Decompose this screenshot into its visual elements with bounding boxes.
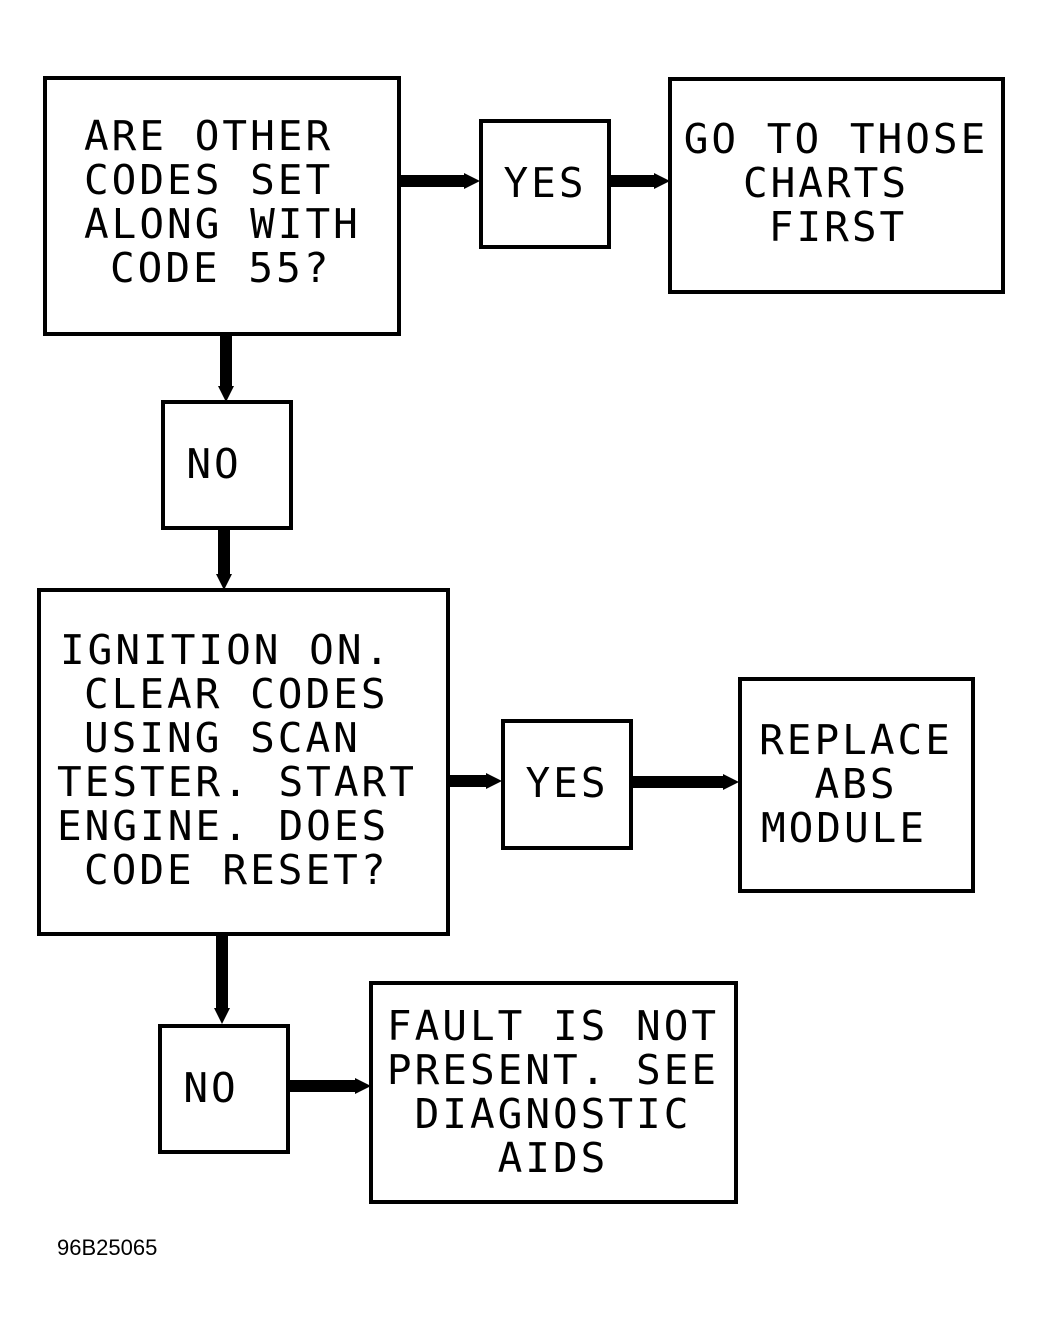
result-text-line: PRESENT. SEE xyxy=(387,1046,719,1094)
no-label: NO xyxy=(183,1064,238,1112)
arrow-yes2-to-result2 xyxy=(632,774,739,790)
decision-text-line: CODE 55? xyxy=(110,244,331,292)
decision-text-line: ALONG WITH xyxy=(84,200,361,248)
result-box-go-to-charts: GO TO THOSE CHARTS FIRST xyxy=(668,77,1005,294)
arrow-q1-to-yes1 xyxy=(399,173,480,189)
result-text-line: FAULT IS NOT xyxy=(387,1002,719,1050)
no-box-1: NO xyxy=(161,400,293,530)
decision-text-line: USING SCAN xyxy=(84,714,361,762)
decision-box-code-reset: IGNITION ON. CLEAR CODES USING SCAN TEST… xyxy=(37,588,450,936)
no-label: NO xyxy=(186,440,241,488)
result-text-line: FIRST xyxy=(769,203,907,251)
yes-box-2: YES xyxy=(501,719,633,850)
decision-box-other-codes: ARE OTHER CODES SET ALONG WITH CODE 55? xyxy=(43,76,401,336)
arrow-q1-to-no1 xyxy=(218,334,234,402)
decision-text-line: CODES SET xyxy=(84,156,333,204)
arrow-q2-to-no2 xyxy=(214,935,230,1024)
result-text-line: DIAGNOSTIC xyxy=(415,1090,692,1138)
decision-text-line: CLEAR CODES xyxy=(84,670,389,718)
yes-label: YES xyxy=(503,159,586,207)
result-box-fault-not-present: FAULT IS NOT PRESENT. SEE DIAGNOSTIC AID… xyxy=(369,981,738,1204)
result-text-line: MODULE xyxy=(761,804,927,852)
result-text-line: CHARTS xyxy=(743,159,909,207)
result-text-line: ABS xyxy=(814,760,897,808)
result-text-line: REPLACE xyxy=(759,716,953,764)
arrow-q2-to-yes2 xyxy=(448,773,502,789)
arrow-yes1-to-result1 xyxy=(609,173,670,189)
result-text-line: GO TO THOSE xyxy=(684,115,989,163)
arrow-no2-to-result3 xyxy=(290,1078,371,1094)
decision-text-line: ARE OTHER xyxy=(84,112,333,160)
decision-text-line: ENGINE. DOES xyxy=(57,802,389,850)
arrow-no1-to-q2 xyxy=(216,529,232,590)
decision-text-line: CODE RESET? xyxy=(84,846,389,894)
no-box-2: NO xyxy=(158,1024,290,1154)
result-text-line: AIDS xyxy=(498,1134,609,1182)
figure-id: 96B25065 xyxy=(57,1235,157,1260)
decision-text-line: IGNITION ON. xyxy=(60,626,392,674)
connectors xyxy=(214,173,739,1094)
yes-label: YES xyxy=(525,759,608,807)
result-box-replace-module: REPLACE ABS MODULE xyxy=(738,677,975,893)
yes-box-1: YES xyxy=(479,119,611,249)
decision-text-line: TESTER. START xyxy=(57,758,417,806)
